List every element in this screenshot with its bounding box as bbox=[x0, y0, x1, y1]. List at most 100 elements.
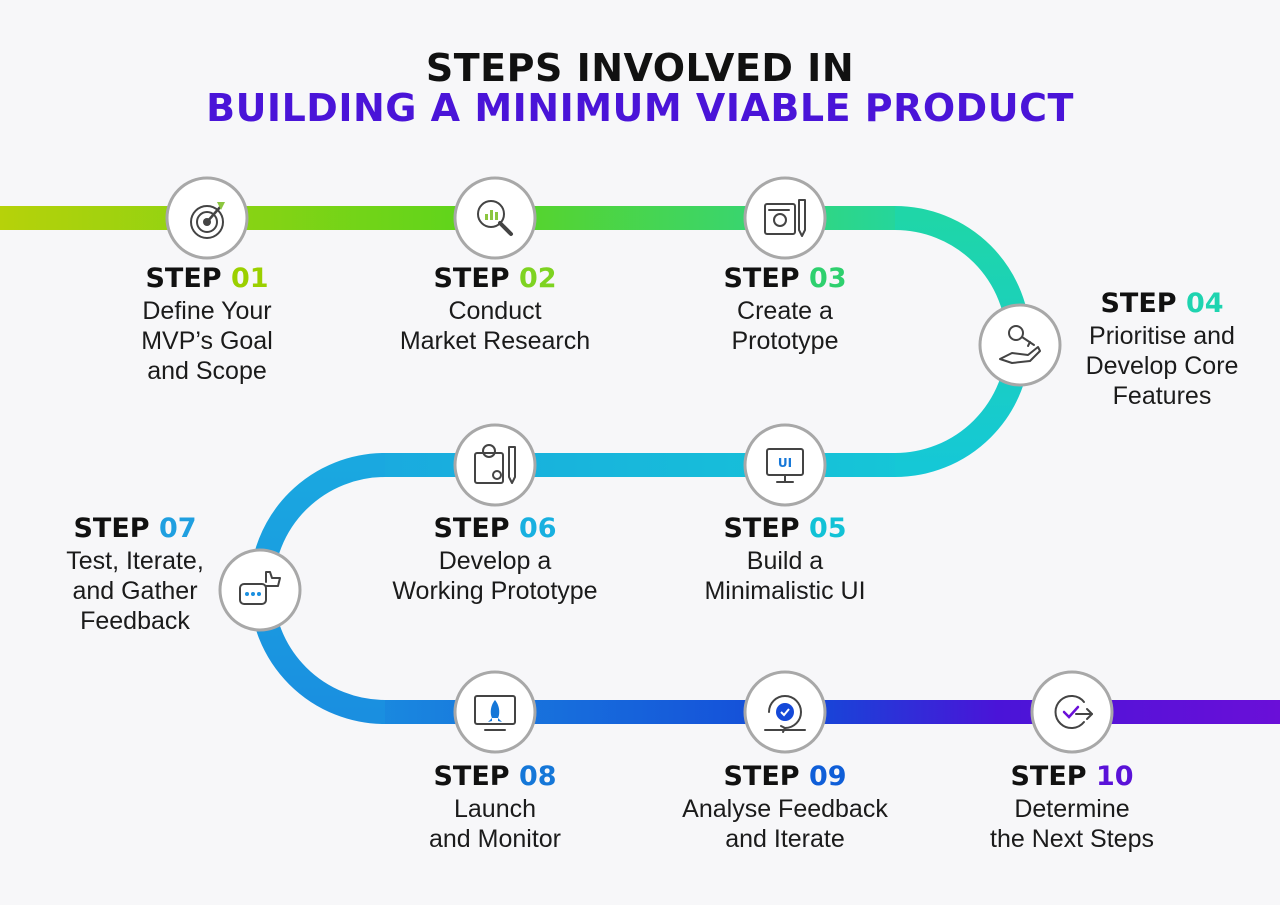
step-description-line: Develop Core bbox=[1085, 352, 1239, 380]
step-node-05: UI bbox=[743, 423, 827, 507]
step-description-line: Create a bbox=[737, 297, 833, 325]
step-heading: STEP 02 bbox=[345, 262, 645, 296]
step-description-line: Launch bbox=[453, 795, 537, 823]
step-description-line: Working Prototype bbox=[392, 577, 598, 605]
step-heading: STEP 06 bbox=[345, 512, 645, 546]
step-number: 05 bbox=[808, 513, 847, 544]
step-heading: STEP 04 bbox=[1012, 287, 1280, 321]
step-word: STEP bbox=[433, 513, 519, 544]
title-line-2: BUILDING A MINIMUM VIABLE PRODUCT bbox=[206, 86, 1074, 130]
step-description-line: and Gather bbox=[72, 577, 198, 605]
magnifier-chart-icon bbox=[477, 200, 513, 236]
step-node-07 bbox=[218, 548, 302, 632]
step-number: 08 bbox=[518, 761, 557, 792]
step-node-circle bbox=[218, 548, 302, 632]
step-description-line: Analyse Feedback bbox=[682, 795, 888, 823]
step-description-line: MVP’s Goal bbox=[141, 327, 273, 355]
step-description-line: Determine bbox=[1014, 795, 1130, 823]
step-node-01 bbox=[165, 176, 249, 260]
feedback-thumbs-icon bbox=[239, 571, 281, 605]
step-node-10 bbox=[1030, 670, 1114, 754]
step-node-04 bbox=[978, 303, 1062, 387]
step-description-line: and Iterate bbox=[725, 825, 845, 853]
step-word: STEP bbox=[723, 761, 809, 792]
step-description-line: Test, Iterate, bbox=[66, 547, 204, 575]
step-number: 07 bbox=[158, 513, 197, 544]
step-word: STEP bbox=[1100, 288, 1186, 319]
blueprint-pencil-icon bbox=[764, 199, 806, 237]
step-node-09 bbox=[743, 670, 827, 754]
step-node-02 bbox=[453, 176, 537, 260]
step-heading: STEP 08 bbox=[345, 760, 645, 794]
hand-key-icon bbox=[999, 325, 1041, 364]
step-number: 04 bbox=[1185, 288, 1224, 319]
step-description-line: Conduct bbox=[448, 297, 542, 325]
step-heading: STEP 07 bbox=[0, 512, 285, 546]
step-number: 02 bbox=[518, 263, 557, 294]
step-number: 06 bbox=[518, 513, 557, 544]
step-number: 01 bbox=[230, 263, 269, 294]
step-description-line: Build a bbox=[746, 547, 824, 575]
iterate-cycle-icon bbox=[764, 695, 806, 733]
step-description-line: and Monitor bbox=[428, 825, 562, 853]
step-node-08 bbox=[453, 670, 537, 754]
rocket-monitor-icon bbox=[474, 695, 516, 731]
step-word: STEP bbox=[1010, 761, 1096, 792]
step-node-circle bbox=[453, 423, 537, 507]
target-icon bbox=[190, 202, 225, 239]
step-word: STEP bbox=[145, 263, 231, 294]
step-description-line: Minimalistic UI bbox=[704, 577, 866, 605]
step-node-03 bbox=[743, 176, 827, 260]
step-heading: STEP 03 bbox=[635, 262, 935, 296]
step-heading: STEP 10 bbox=[922, 760, 1222, 794]
step-description-line: Prototype bbox=[731, 327, 839, 355]
step-description-line: Feedback bbox=[80, 607, 190, 635]
step-number: 03 bbox=[808, 263, 847, 294]
step-word: STEP bbox=[723, 263, 809, 294]
step-description-line: Develop a bbox=[438, 547, 552, 575]
step-description-line: and Scope bbox=[147, 357, 267, 385]
step-heading: STEP 01 bbox=[57, 262, 357, 296]
step-description-line: Features bbox=[1112, 382, 1212, 410]
step-heading: STEP 09 bbox=[635, 760, 935, 794]
step-heading: STEP 05 bbox=[635, 512, 935, 546]
step-node-circle bbox=[743, 423, 827, 507]
step-description-line: Market Research bbox=[399, 327, 591, 355]
svg-text:UI: UI bbox=[778, 456, 792, 470]
prototype-tools-icon bbox=[474, 444, 516, 484]
step-word: STEP bbox=[433, 263, 519, 294]
step-description-line: the Next Steps bbox=[990, 825, 1154, 853]
next-steps-icon bbox=[1054, 695, 1093, 729]
step-number: 09 bbox=[808, 761, 847, 792]
step-node-circle bbox=[978, 303, 1062, 387]
step-node-06 bbox=[453, 423, 537, 507]
ui-monitor-icon: UI bbox=[766, 448, 804, 483]
step-word: STEP bbox=[433, 761, 519, 792]
step-word: STEP bbox=[73, 513, 159, 544]
step-description-line: Prioritise and bbox=[1089, 322, 1235, 350]
step-number: 10 bbox=[1095, 761, 1134, 792]
step-word: STEP bbox=[723, 513, 809, 544]
title-line-1: STEPS INVOLVED IN bbox=[425, 46, 855, 90]
step-description-line: Define Your bbox=[142, 297, 272, 325]
